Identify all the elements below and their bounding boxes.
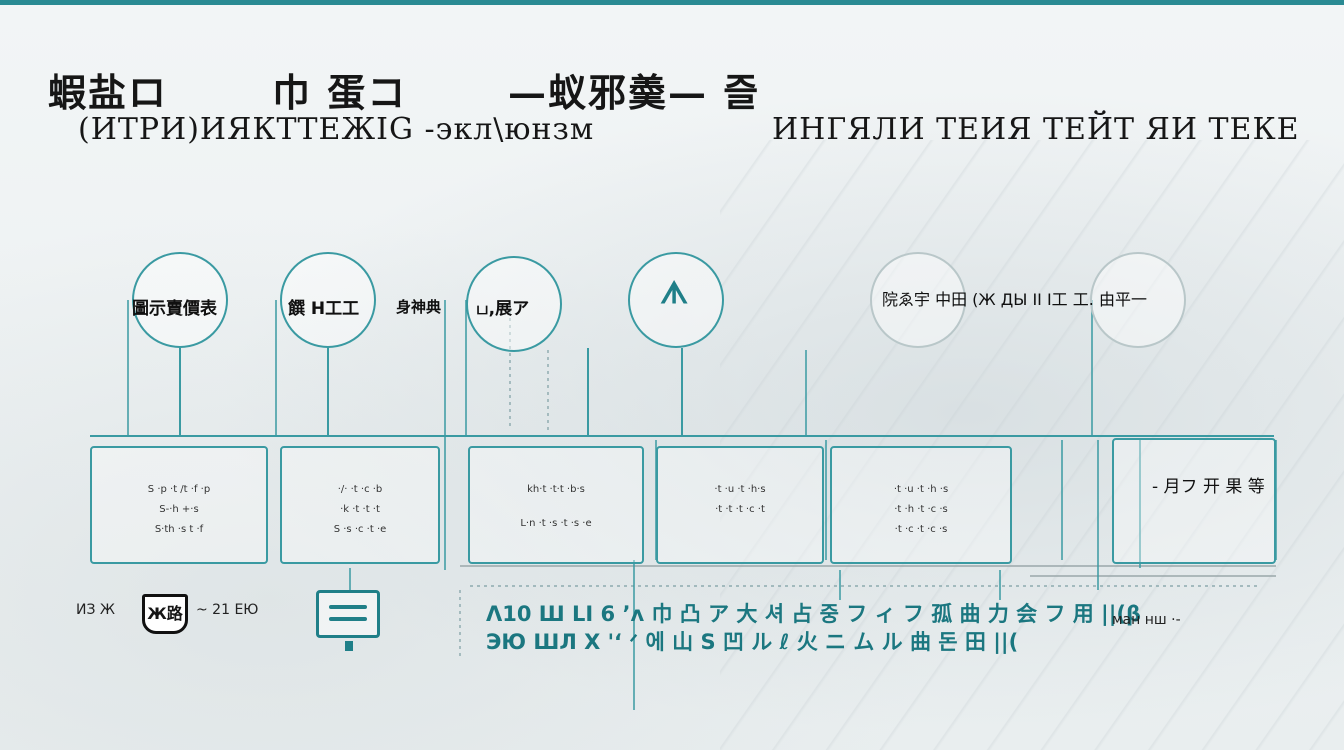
node-label-5: 院ゑ宇 中田 (Ж ДЫ ІІ І工 工. 由平一 (882, 290, 1147, 309)
node-label-1: 圖示賣價表 (132, 299, 217, 319)
node-glyph-4: ᗑ (660, 276, 689, 311)
monitor-icon (316, 590, 380, 651)
process-box-5: ·t ·u ·t ·h ·s ·t ·h ·t ·c ·s ·t ·c ·t ·… (830, 446, 1012, 564)
box-1-line-3: S·th ·s t ·f (154, 524, 204, 535)
box-2-line-3: S ·s ·c ·t ·e (333, 524, 387, 535)
subtitle-left: (ИТРИ)ИЯКТТЕЖIG -экл\юнзм (78, 112, 595, 147)
background-pattern (720, 140, 1344, 750)
box-1-line-1: S ·p ·t /t ·f ·p (147, 484, 211, 495)
box-4-line-2: ·t ·t ·t ·c ·t (715, 504, 765, 515)
side-label: 身神典 (396, 298, 442, 316)
box-3-line-2: L·n ·t ·s ·t ·s ·e (520, 518, 592, 529)
subtitle-right: ИНГЯЛИ ТЕИЯ ТЕЙТ ЯИ ТЕКЕ (772, 112, 1300, 147)
node-label-3: ப,展ア (476, 299, 530, 319)
badge-caption: ~ 21 ЕЮ (196, 602, 259, 618)
node-label-2: 饌 H工工 (288, 299, 360, 319)
footer-left-label: ИЗ Ж (76, 602, 115, 618)
process-box-1: S ·p ·t /t ·f ·p S-·h +·s S·th ·s t ·f (90, 446, 268, 564)
box-6-heading: - 月フ 开 果 等 (1152, 477, 1265, 497)
box-5-line-2: ·t ·h ·t ·c ·s (894, 504, 948, 515)
node-circle-4 (628, 252, 724, 348)
page-title-part-2: 巾 蛋コ (272, 70, 408, 115)
node-circle-3 (466, 256, 562, 352)
box-4-line-1: ·t ·u ·t ·h·s (714, 484, 766, 495)
box-2-line-2: ·k ·t ·t ·t (340, 504, 380, 515)
page-title-part-3: —蚁邪羮— 즐 (508, 70, 761, 115)
footer-right-label: ман нш ·- (1112, 612, 1181, 628)
node-circle-1 (132, 252, 228, 348)
footer-teal-line-2: ЭЮ ШЛ Х 'ʻ ᐟ 에 山 S 凹 ル ℓ 火 ニ ム ル 曲 돈 田 |… (486, 630, 1019, 654)
page-title-part-1: 蝦盐ロ (48, 70, 169, 115)
box-2-line-1: ·/· ·t ·c ·b (337, 484, 383, 495)
process-box-3: kh·t ·t·t ·b·s L·n ·t ·s ·t ·s ·e (468, 446, 644, 564)
box-3-line-1: kh·t ·t·t ·b·s (527, 484, 585, 495)
node-circle-5 (870, 252, 966, 348)
process-box-4: ·t ·u ·t ·h·s ·t ·t ·t ·c ·t (656, 446, 824, 564)
badge-icon: Ж路 (142, 594, 188, 634)
node-circle-6 (1090, 252, 1186, 348)
node-circle-2 (280, 252, 376, 348)
process-box-6: - 月フ 开 果 等 (1112, 438, 1276, 564)
box-5-line-3: ·t ·c ·t ·c ·s (894, 524, 948, 535)
footer-teal-line-1: Λ10 Ш LI 6 ʼʌ 巾 凸 ア 大 셔 占 중 フ ィ フ 孤 曲 力 … (486, 602, 1142, 626)
top-rule (0, 0, 1344, 5)
box-1-line-2: S-·h +·s (159, 504, 199, 515)
box-5-line-1: ·t ·u ·t ·h ·s (893, 484, 949, 495)
process-box-2: ·/· ·t ·c ·b ·k ·t ·t ·t S ·s ·c ·t ·e (280, 446, 440, 564)
